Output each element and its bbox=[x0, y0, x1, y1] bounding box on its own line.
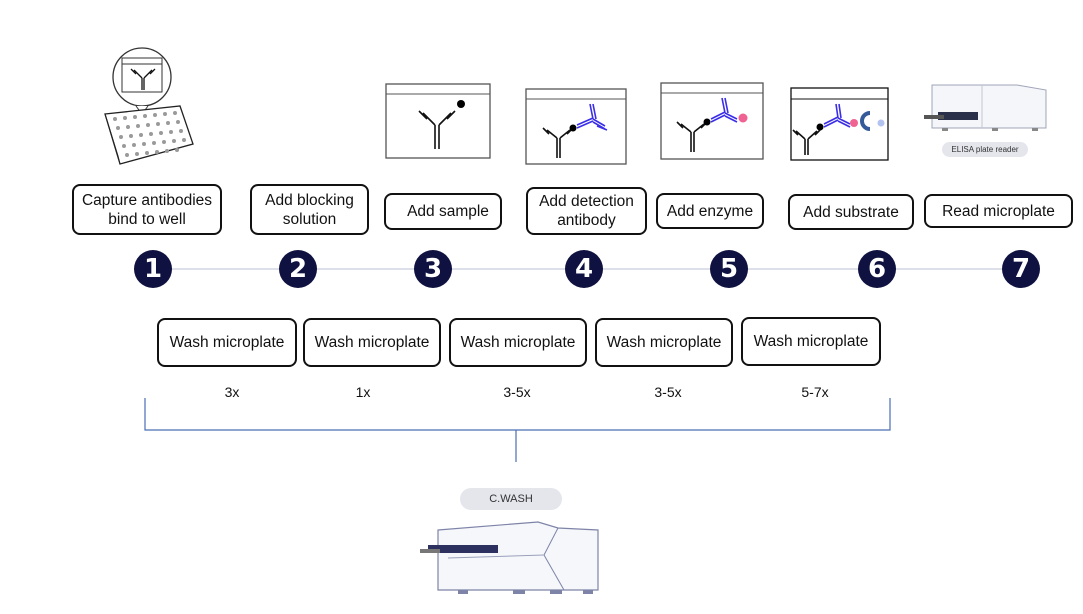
enzyme-illustration bbox=[660, 82, 764, 160]
step-4-number: 4 bbox=[565, 250, 603, 288]
step-4-box: Add detection antibody bbox=[526, 187, 647, 235]
step-5-number: 5 bbox=[710, 250, 748, 288]
step-3-number: 3 bbox=[414, 250, 452, 288]
wash-count-5: 5-7x bbox=[801, 384, 829, 400]
washer-label: C.WASH bbox=[460, 488, 562, 510]
step-7-box: Read microplate bbox=[924, 194, 1073, 228]
step-5-box: Add enzyme bbox=[656, 193, 764, 229]
step-2-number: 2 bbox=[279, 250, 317, 288]
elisa-reader-label: ELISA plate reader bbox=[942, 142, 1028, 157]
wash-count-2: 1x bbox=[355, 384, 371, 400]
microplate-illustration bbox=[104, 47, 194, 165]
step-7-number: 7 bbox=[1002, 250, 1040, 288]
step-1-box: Capture antibodies bind to well bbox=[72, 184, 222, 235]
wash-box-5: Wash microplate bbox=[741, 317, 881, 366]
wash-count-1: 3x bbox=[224, 384, 240, 400]
wash-box-4: Wash microplate bbox=[595, 318, 733, 367]
step-1-number: 1 bbox=[134, 250, 172, 288]
detection-antibody-illustration bbox=[525, 88, 627, 165]
step-3-box: Add sample bbox=[384, 193, 502, 230]
wash-box-3: Wash microplate bbox=[449, 318, 587, 367]
step-6-box: Add substrate bbox=[788, 194, 914, 230]
step-2-box: Add blocking solution bbox=[250, 184, 369, 235]
wash-count-3: 3-5x bbox=[503, 384, 531, 400]
cwash-washer-illustration bbox=[420, 521, 599, 594]
sample-well-illustration bbox=[385, 83, 491, 159]
wash-box-2: Wash microplate bbox=[303, 318, 441, 367]
elisa-reader-illustration bbox=[924, 84, 1047, 131]
wash-count-4: 3-5x bbox=[654, 384, 682, 400]
wash-box-1: Wash microplate bbox=[157, 318, 297, 367]
step-6-number: 6 bbox=[858, 250, 896, 288]
substrate-illustration bbox=[790, 87, 889, 161]
